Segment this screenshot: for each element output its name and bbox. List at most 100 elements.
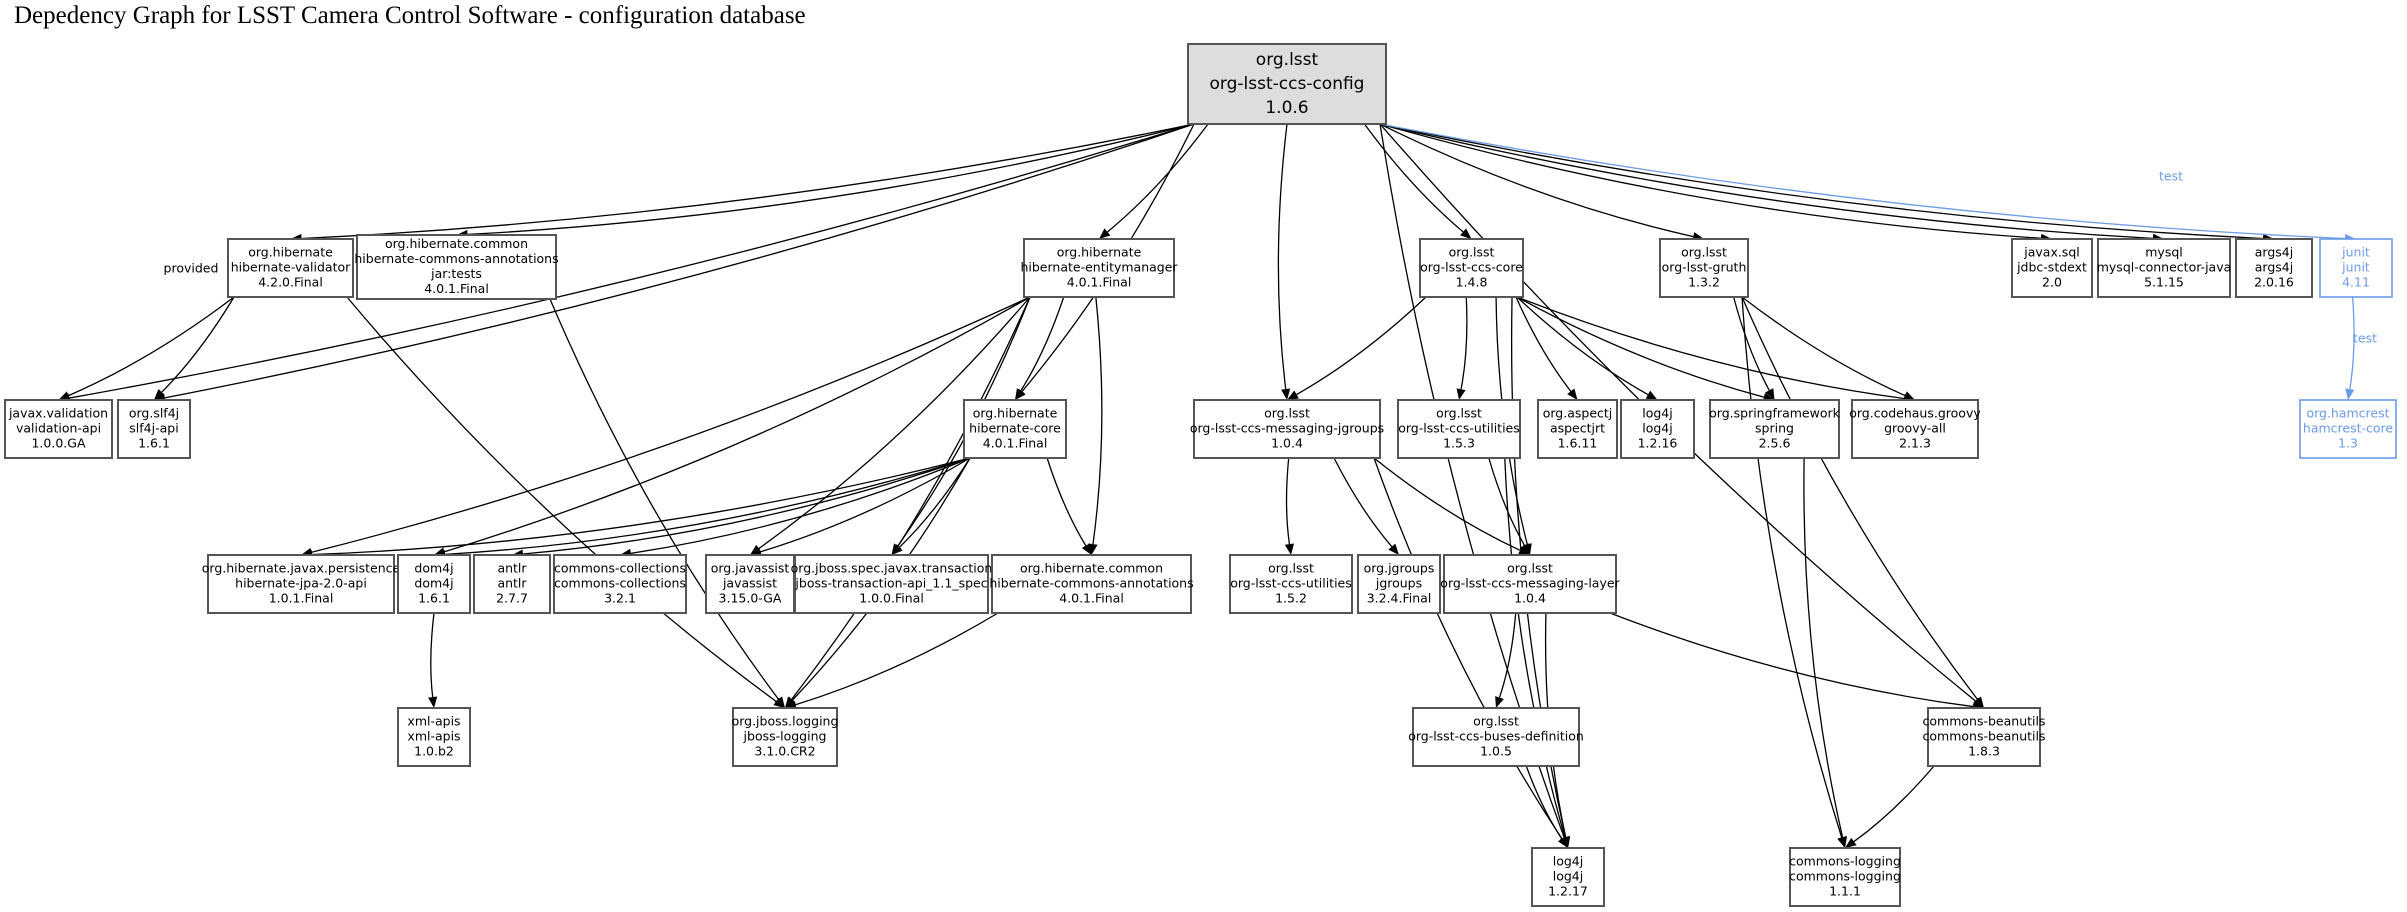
node-box[interactable] xyxy=(1193,399,1381,459)
node-box[interactable] xyxy=(1531,847,1605,907)
graph-edge xyxy=(467,123,1195,236)
node-box[interactable] xyxy=(553,554,687,614)
node-box[interactable] xyxy=(1927,707,2041,767)
node-box[interactable] xyxy=(2235,238,2313,298)
node-box[interactable] xyxy=(1229,554,1353,614)
node-label-line: slf4j-api xyxy=(129,421,178,436)
node-box[interactable] xyxy=(1419,238,1524,298)
node-box[interactable] xyxy=(1412,707,1580,767)
node-box[interactable] xyxy=(1709,399,1840,459)
node-label-line: org-lsst-ccs-buses-definition xyxy=(1408,729,1584,744)
node-box[interactable] xyxy=(356,234,557,300)
node-box[interactable] xyxy=(991,554,1192,614)
node-box[interactable] xyxy=(963,399,1067,459)
node-box[interactable] xyxy=(2011,238,2093,298)
graph-edge xyxy=(1379,123,1694,238)
node-box[interactable] xyxy=(794,554,989,614)
node-label-line: 4.0.1.Final xyxy=(1059,591,1124,606)
node-box[interactable] xyxy=(1620,399,1695,459)
node-box[interactable] xyxy=(1851,399,1979,459)
node-label-line: javax.validation xyxy=(8,406,108,421)
graph-node[interactable]: org.hibernatehibernate-validator4.2.0.Fi… xyxy=(227,238,354,298)
node-box[interactable] xyxy=(473,554,551,614)
graph-edge xyxy=(1609,612,1974,708)
node-label-line: jdbc-stdext xyxy=(2016,260,2087,275)
graph-edge xyxy=(1285,457,1291,545)
node-label-line: hamcrest-core xyxy=(2303,421,2393,436)
node-box[interactable] xyxy=(732,707,838,767)
node-label-line: 1.0.4 xyxy=(1271,436,1303,451)
node-box[interactable] xyxy=(397,554,471,614)
graph-edge xyxy=(1020,296,1065,392)
graph-node[interactable]: org.jboss.spec.javax.transactionjboss-tr… xyxy=(791,554,993,614)
graph-node[interactable]: org.hibernate.commonhibernate-commons-an… xyxy=(989,554,1194,614)
graph-edge xyxy=(758,296,1031,550)
node-label-line: 1.6.1 xyxy=(418,591,450,606)
node-label-line: jboss-logging xyxy=(743,729,827,744)
node-label-line: 1.2.17 xyxy=(1548,884,1588,899)
node-box[interactable] xyxy=(397,707,471,767)
edge-arrowhead xyxy=(1645,390,1658,400)
graph-edge xyxy=(1516,296,1649,396)
node-label-line: aspectjrt xyxy=(1550,421,1605,436)
graph-edge xyxy=(795,612,999,706)
node-box[interactable] xyxy=(2319,238,2393,298)
node-box[interactable] xyxy=(1397,399,1521,459)
graph-node[interactable]: org.hibernate.javax.persistencehibernate… xyxy=(202,554,401,614)
graph-node[interactable]: commons-collectionscommons-collections3.… xyxy=(553,554,687,614)
node-box[interactable] xyxy=(1537,399,1618,459)
node-label-line: org.aspectj xyxy=(1543,406,1613,421)
graph-node[interactable]: org.lsstorg-lsst-ccs-messaging-layer1.0.… xyxy=(1440,554,1621,614)
node-box[interactable] xyxy=(4,399,113,459)
node-label-line: 1.3 xyxy=(2338,436,2358,451)
node-box[interactable] xyxy=(207,554,395,614)
graph-node[interactable]: org.hibernate.commonhibernate-commons-an… xyxy=(354,234,559,300)
node-label-line: org.hibernate.common xyxy=(1020,561,1163,576)
node-box[interactable] xyxy=(117,399,191,459)
node-box[interactable] xyxy=(1023,238,1175,298)
graph-node[interactable]: org.hibernatehibernate-entitymanager4.0.… xyxy=(1020,238,1178,298)
edge-arrowhead xyxy=(1460,228,1472,239)
graph-edge xyxy=(1092,296,1103,545)
node-box[interactable] xyxy=(227,238,354,298)
graph-node[interactable]: org.lsstorg-lsst-ccs-buses-definition1.0… xyxy=(1408,707,1584,767)
node-box[interactable] xyxy=(1659,238,1749,298)
node-box[interactable] xyxy=(1187,43,1387,125)
node-label-line: 1.0.0.GA xyxy=(31,436,85,451)
node-box[interactable] xyxy=(1357,554,1441,614)
graph-edge xyxy=(1741,296,1978,700)
node-box[interactable] xyxy=(2097,238,2231,298)
node-label-line: hibernate-entitymanager xyxy=(1020,260,1178,275)
node-box[interactable] xyxy=(1443,554,1617,614)
graph-node[interactable]: org.lsstorg-lsst-ccs-messaging-jgroups1.… xyxy=(1190,399,1384,459)
node-label-line: commons-beanutils xyxy=(1923,729,2046,744)
node-box[interactable] xyxy=(2299,399,2397,459)
node-box[interactable] xyxy=(1789,847,1901,907)
